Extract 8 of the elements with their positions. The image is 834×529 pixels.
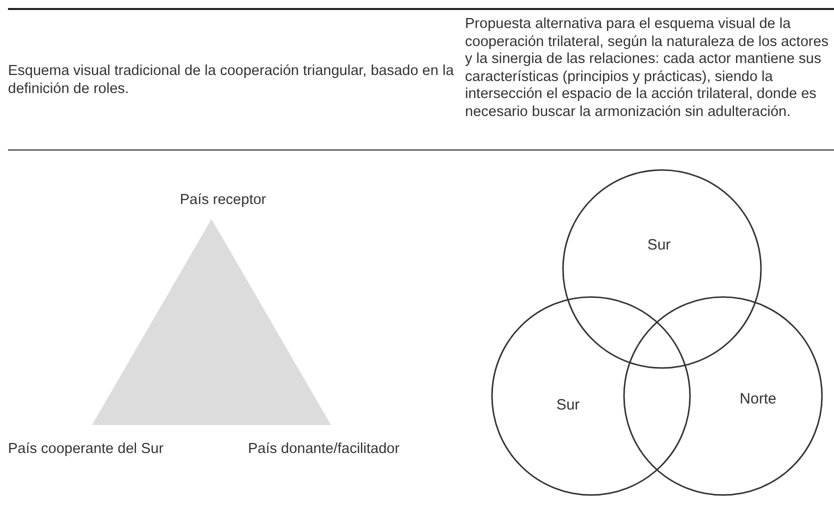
- circle-label: Sur: [647, 236, 671, 254]
- vertex-label: País cooperante del Sur: [8, 441, 165, 458]
- circle-label: Sur: [556, 396, 580, 414]
- caption-text: Esquema visual tradicional de la cooperación triangular, basado en la definición de roles.: [8, 63, 455, 98]
- vertex-label: País donante/facilitador: [248, 441, 401, 458]
- circle-label: Norte: [740, 390, 776, 408]
- vertex-label: País receptor: [178, 192, 268, 210]
- caption-text: Propuesta alternativa para el esquema visual de la cooperación trilateral, según la naturaleza de los actores y la sinergia de las relaciones: cada actor mantiene sus características (principios y prácticas), siendo la intersección el espacio de la acción trilateral, donde es necesario buscar la armonización sin adulteración.: [465, 16, 830, 121]
